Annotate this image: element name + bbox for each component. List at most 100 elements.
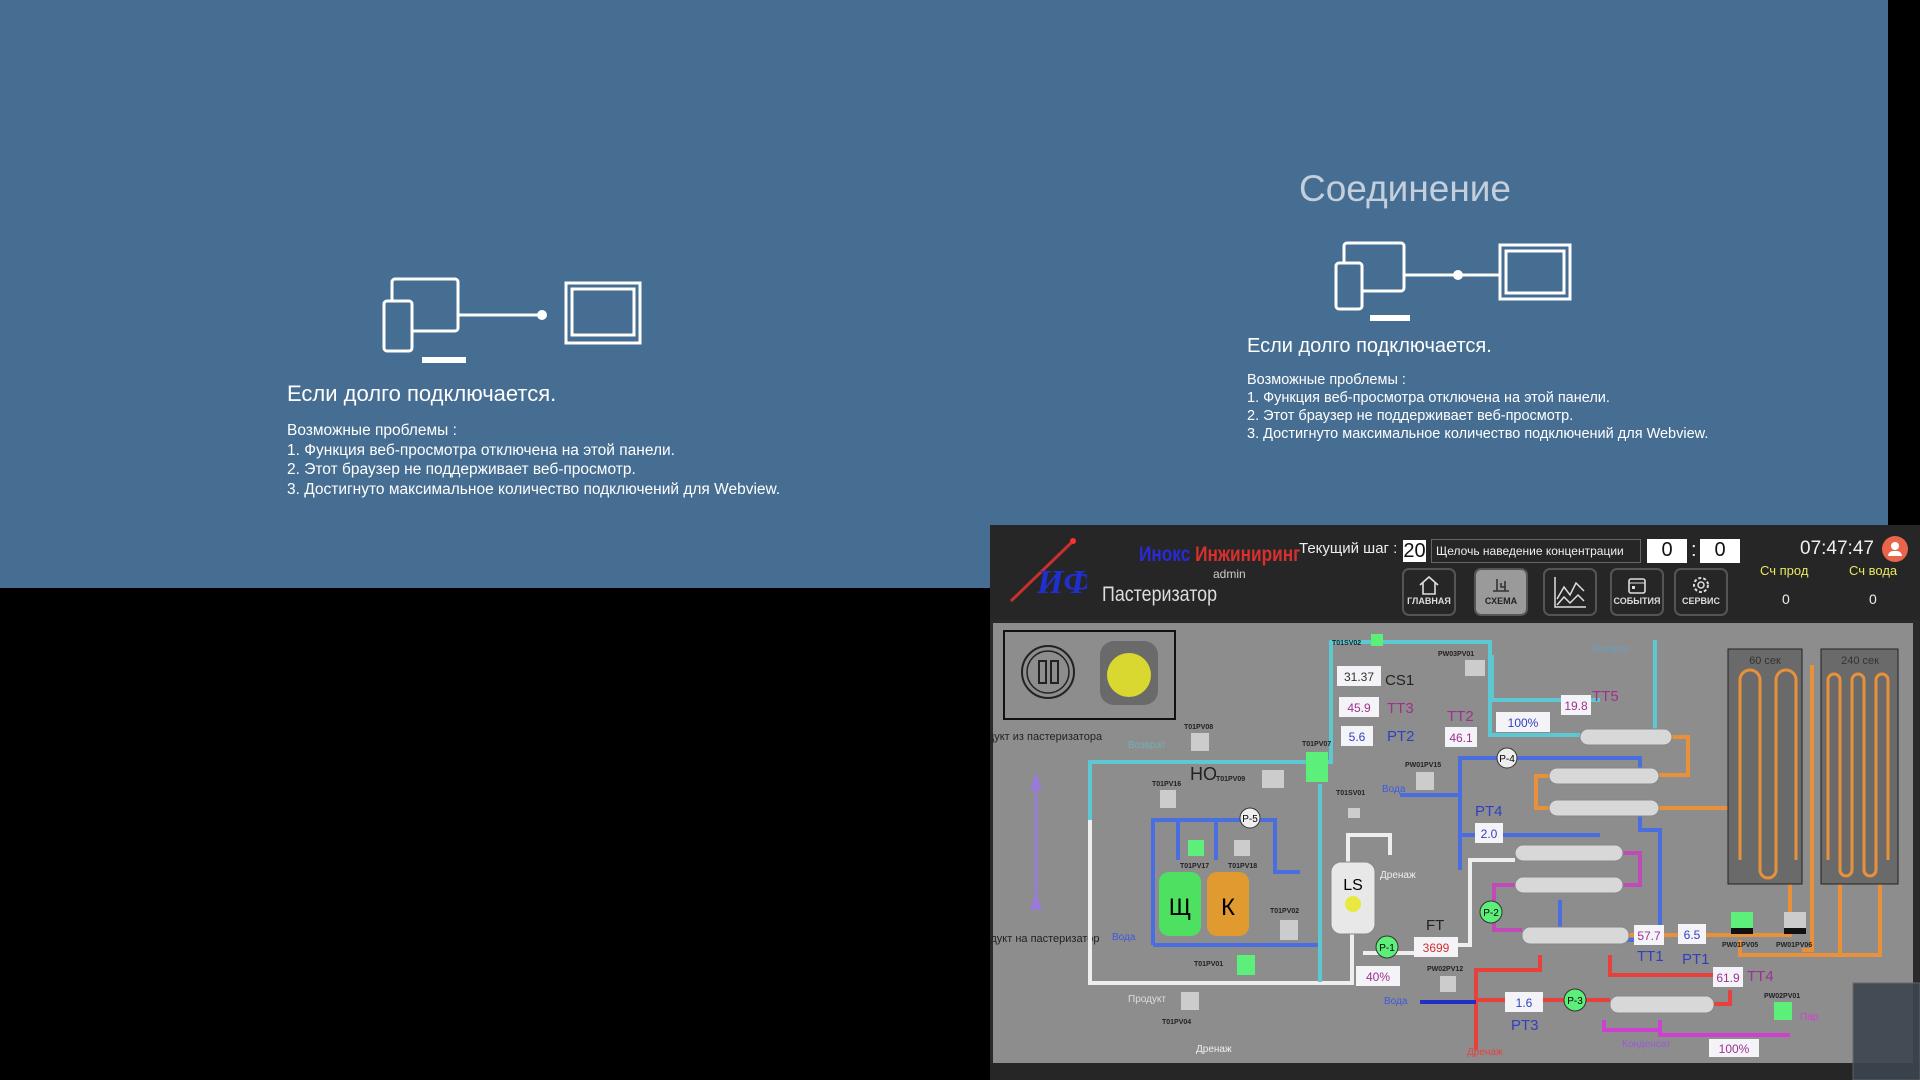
user-icon[interactable] <box>1882 536 1908 562</box>
tank-label: Щ <box>1169 894 1192 921</box>
tag-label: FT <box>1426 917 1444 934</box>
nav-label: СОБЫТИЯ <box>1613 596 1661 606</box>
pump-label: P-4 <box>1499 754 1515 765</box>
user-name: admin <box>1213 567 1246 581</box>
tt3-value: 45.9 <box>1347 701 1371 715</box>
water-label: Вода <box>1382 784 1406 795</box>
problem-item: 2. Этот браузер не поддерживает веб-прос… <box>1247 408 1574 424</box>
timer-separator: : <box>1691 539 1697 561</box>
counter-product-label: Сч прод <box>1760 563 1809 578</box>
brand-blue: Инокс <box>1139 543 1191 566</box>
pump-label: P-1 <box>1379 943 1395 954</box>
pt1-value: 6.5 <box>1684 928 1701 942</box>
step-label: Текущий шаг : <box>1299 540 1398 557</box>
pump-label: P-5 <box>1242 814 1258 825</box>
hold-time-label: 60 сек <box>1749 655 1781 667</box>
valve-label: T01SV01 <box>1336 790 1365 797</box>
valve-label: T01PV16 <box>1152 781 1181 788</box>
tag-label: TT1 <box>1637 948 1664 965</box>
svg-text:ИФ: ИФ <box>1036 564 1087 601</box>
valve-label: PW02PV12 <box>1427 966 1463 973</box>
flow-arrow-icon <box>1030 772 1042 790</box>
step-number: 20 <box>1403 540 1426 562</box>
tt2-value: 46.1 <box>1449 731 1473 745</box>
left-heading: Если долго подключается. <box>287 381 557 406</box>
drain-label: Дренаж <box>1196 1044 1232 1055</box>
valve-label: T01PV17 <box>1180 863 1209 870</box>
valve-label: PW02PV01 <box>1764 993 1800 1000</box>
scada-panel: ИФ Инокс Инжиниринг admin Пастеризатор Т… <box>990 525 1920 1080</box>
problem-item: 1. Функция веб-просмотра отключена на эт… <box>1247 390 1610 406</box>
connection-icon <box>382 277 642 363</box>
pt3-value: 1.6 <box>1516 996 1533 1010</box>
problems-title: Возможные проблемы : <box>287 422 457 439</box>
tank-label: К <box>1221 894 1235 921</box>
right-heading: Если долго подключается. <box>1247 335 1492 357</box>
trend-chart-icon <box>1554 577 1586 608</box>
calendar-icon <box>1628 578 1646 594</box>
home-icon <box>1419 575 1439 595</box>
overlay-panel <box>1852 982 1920 1080</box>
tank-alkali: Щ <box>1159 872 1201 936</box>
water-label: Вода <box>1112 932 1136 943</box>
connection-title: Соединение <box>1299 168 1512 209</box>
counter-water-label: Сч вода <box>1849 563 1898 578</box>
product-label: Продукт <box>1128 994 1166 1005</box>
valve-label: T01PV04 <box>1162 1019 1191 1026</box>
pt2-value: 5.6 <box>1349 730 1366 744</box>
tank-acid: К <box>1207 872 1249 936</box>
problem-item: 3. Достигнуто максимальное количество по… <box>1247 426 1709 442</box>
valve-state-label: НО <box>1190 764 1217 784</box>
valve-label: T01SV02 <box>1332 640 1361 647</box>
valve-label: T01PV08 <box>1184 724 1213 731</box>
valve-label: T01PV09 <box>1216 776 1245 783</box>
step-name: Щелочь наведение концентрации <box>1431 539 1641 563</box>
process-schema: Продукт из пастеризатора Продукт на паст… <box>990 623 1920 1080</box>
ls-percent: 40% <box>1366 970 1390 984</box>
drain-label: Дренаж <box>1380 870 1416 881</box>
nav-home-button[interactable]: ГЛАВНАЯ <box>1402 568 1456 616</box>
nav-service-button[interactable]: СЕРВИС <box>1674 568 1728 616</box>
scada-header: ИФ Инокс Инжиниринг admin Пастеризатор Т… <box>990 525 1920 620</box>
nav-events-button[interactable]: СОБЫТИЯ <box>1610 568 1664 616</box>
pt4-value: 2.0 <box>1481 827 1498 841</box>
drain-label: Дренаж <box>1467 1047 1503 1058</box>
stop-button[interactable] <box>1100 641 1158 705</box>
timer-min: 0 <box>1647 539 1687 563</box>
valve1-percent: 100% <box>1508 716 1539 730</box>
nav-schema-button[interactable]: СХЕМА <box>1474 568 1528 616</box>
tag-label: PT2 <box>1387 728 1415 745</box>
tag-label: CS1 <box>1385 672 1414 689</box>
valve-label: T01PV02 <box>1270 908 1299 915</box>
holding-tube-240: 240 сек <box>1820 648 1899 885</box>
left-problems: Возможные проблемы : 1. Функция веб-прос… <box>287 421 780 499</box>
ft-value: 3699 <box>1423 941 1450 955</box>
valve-label: T01PV01 <box>1194 961 1223 968</box>
cs1-value: 31.37 <box>1344 670 1374 684</box>
nav-trends-button[interactable] <box>1543 568 1597 616</box>
heat-exchangers <box>1514 728 1715 1014</box>
tt5-value: 19.8 <box>1564 699 1588 713</box>
connection-icon <box>1334 241 1572 321</box>
tag-label: TT4 <box>1747 968 1774 985</box>
brand-red: Инжиниринг <box>1195 543 1301 566</box>
problem-item: 1. Функция веб-просмотра отключена на эт… <box>287 441 675 459</box>
company-logo: ИФ <box>1009 538 1087 603</box>
timer-sec: 0 <box>1700 539 1740 563</box>
pause-button[interactable] <box>1021 645 1075 699</box>
counter-water-value: 0 <box>1869 591 1877 607</box>
webview-background <box>0 0 1888 588</box>
problems-title: Возможные проблемы : <box>1247 372 1406 388</box>
product-from-label: Продукт из пастеризатора <box>990 731 1103 743</box>
pump-label: P-2 <box>1483 908 1499 919</box>
valve-label: T01PV07 <box>1302 741 1331 748</box>
return-label: Возврат <box>1592 644 1630 655</box>
level-switch-label: LS <box>1343 877 1363 894</box>
valve-label: T01PV18 <box>1228 863 1257 870</box>
problem-item: 3. Достигнуто максимальное количество по… <box>287 480 781 498</box>
brand-name: Инокс Инжиниринг <box>1139 543 1300 567</box>
gear-icon <box>1693 577 1709 593</box>
tag-label: PT1 <box>1682 951 1710 968</box>
nav-label: СХЕМА <box>1484 596 1518 606</box>
tank-ls: LS <box>1330 861 1376 935</box>
